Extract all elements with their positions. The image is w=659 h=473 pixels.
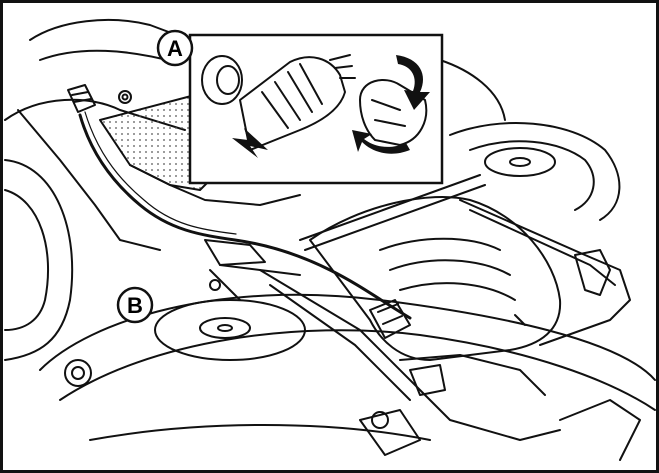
inset-nut: [201, 55, 243, 105]
deck-front-lower: [59, 329, 656, 411]
callout-a: A: [156, 29, 194, 67]
hose-connector-center: [369, 299, 411, 339]
engine-cover-ribs: [379, 237, 516, 301]
callout-b: B: [116, 286, 154, 324]
body-left-edge: [17, 109, 161, 251]
front-frame: [259, 269, 561, 441]
front-bracket: [409, 364, 446, 396]
footplate-edge: [129, 164, 301, 206]
left-pulley-hub: [217, 324, 233, 332]
lift-arm-left: [209, 264, 301, 301]
tie-rod: [299, 174, 486, 251]
left-bracket: [204, 239, 266, 266]
mount-bolt: [118, 90, 132, 104]
seat-outline: [29, 19, 191, 63]
right-body-top: [439, 59, 506, 121]
front-axle: [399, 354, 546, 396]
lift-bolt: [209, 279, 221, 291]
front-caster: [359, 409, 421, 456]
inset-hose-ribs: [261, 63, 323, 129]
inset-fitting-detail: [371, 99, 406, 127]
right-lower-arm: [559, 399, 641, 461]
rear-wheel-right-inner: [469, 140, 595, 211]
right-pulley-hub: [509, 157, 531, 167]
right-pulley: [484, 147, 556, 177]
callout-b-label: B: [127, 293, 143, 318]
arrow-rotate-left-icon: [352, 130, 410, 154]
rear-wheel-left-inner: [4, 189, 49, 331]
rear-wheel-left: [4, 159, 74, 361]
callout-a-circle: [156, 29, 194, 67]
left-blade-housing: [154, 299, 306, 361]
caster-bolt: [371, 411, 389, 429]
hose-coupling-top: [67, 84, 96, 113]
callout-a-label: A: [167, 36, 183, 61]
hose-coupling-top-detail: [71, 91, 92, 103]
deck-roller-left: [64, 359, 92, 387]
inset-fitting: [359, 79, 428, 146]
rear-wheel-right: [449, 122, 621, 221]
inset-hose-tail: [329, 54, 356, 79]
hose-connector-center-detail: [377, 303, 403, 325]
washer-hose-outline: [84, 111, 237, 235]
right-bracket: [574, 249, 611, 296]
deck-skirt: [89, 424, 431, 441]
left-pulley: [199, 317, 251, 339]
front-frame-inner: [269, 284, 411, 401]
callout-b-circle: [116, 286, 154, 324]
arrow-push-icon: [232, 128, 268, 158]
arrow-rotate-down-icon: [396, 55, 430, 110]
inset-nut-inner: [216, 65, 240, 95]
right-frame-rail: [459, 199, 631, 346]
inset-detail-a: [188, 33, 444, 185]
inset-hose-end: [239, 56, 346, 151]
mount-bolt-inner: [121, 93, 129, 101]
deck-roller-left-inner: [71, 366, 85, 380]
washer-hose: [78, 113, 412, 320]
